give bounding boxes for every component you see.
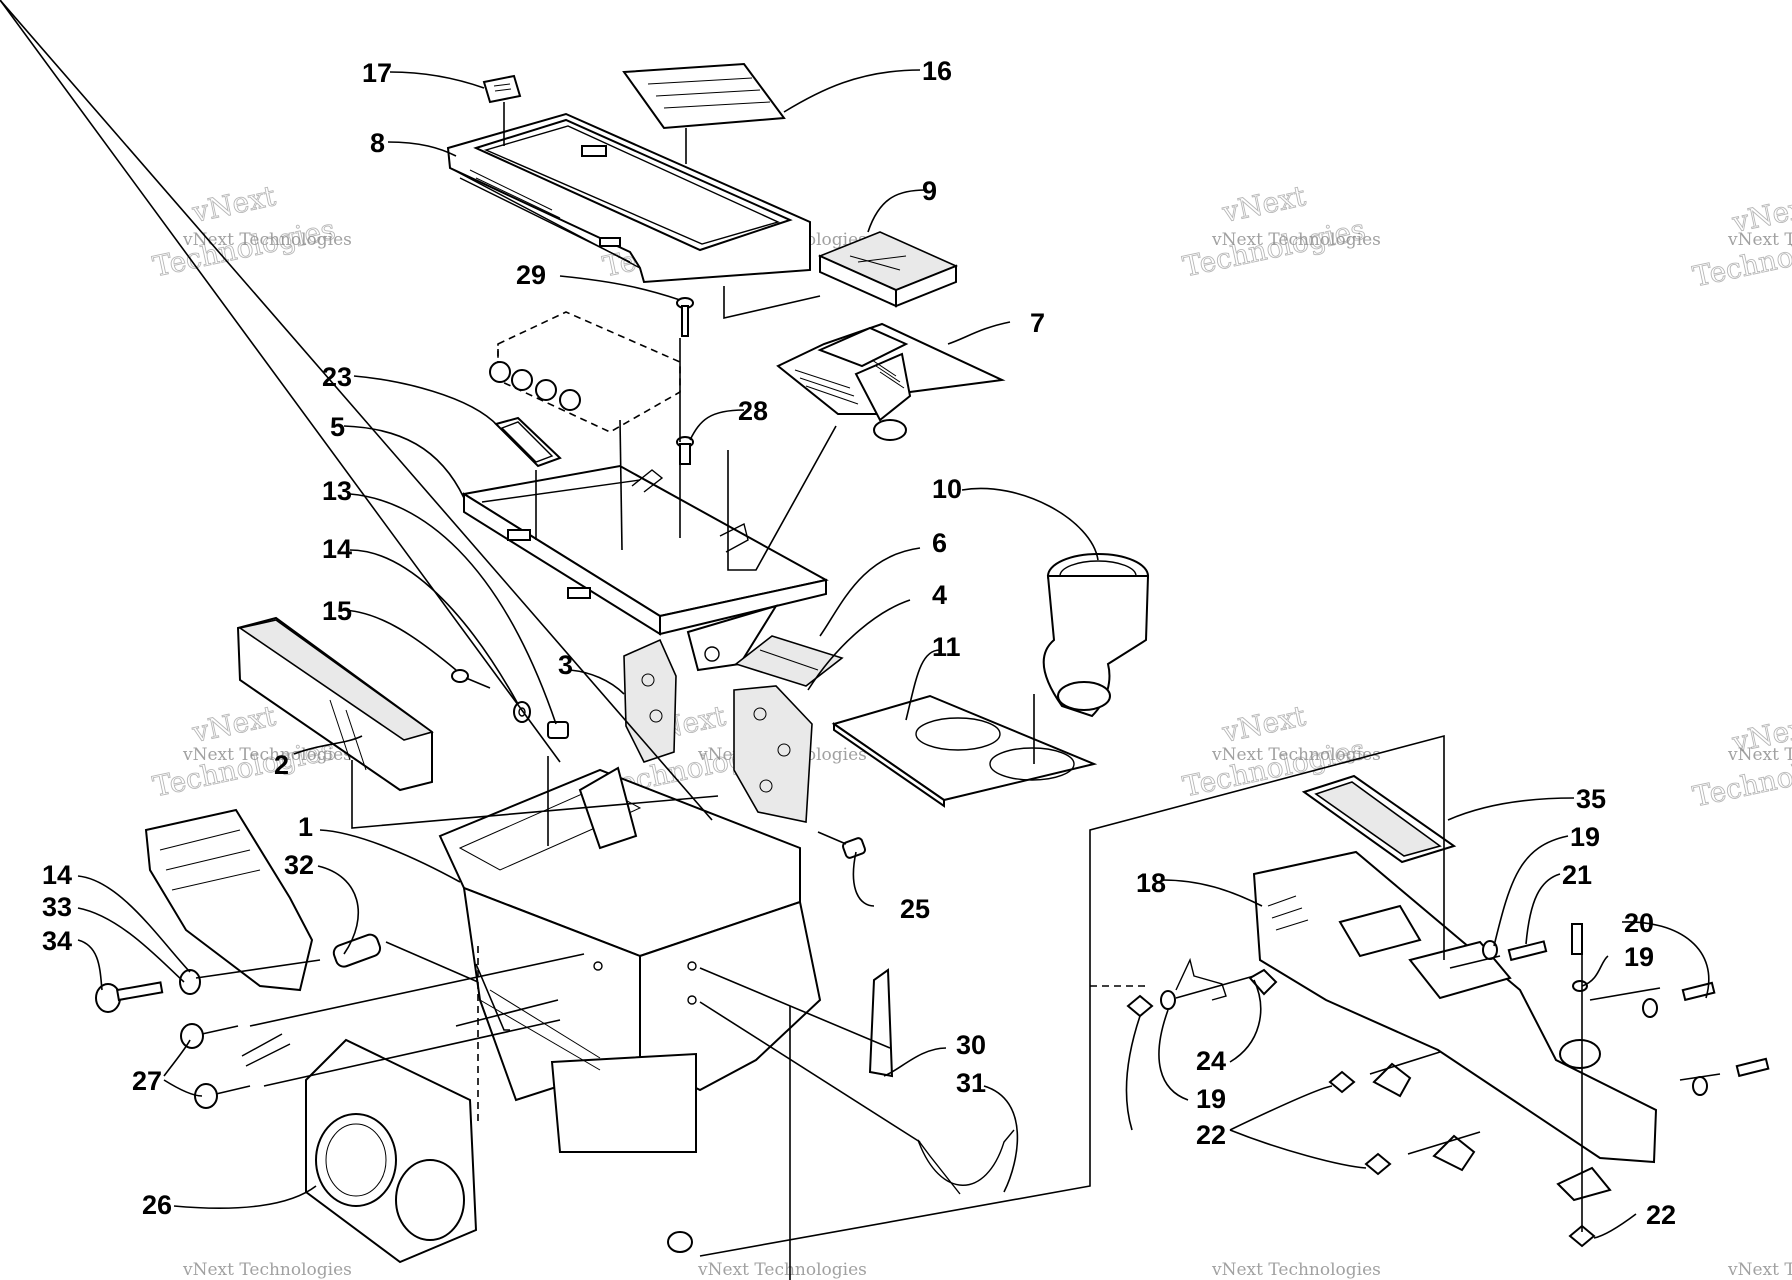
part-30-tube xyxy=(868,968,894,1078)
part-bottom-plug xyxy=(667,1231,693,1253)
callout-4: 4 xyxy=(932,580,947,610)
watermark-company: vNext Technologies xyxy=(1727,1260,1792,1280)
callout-33: 33 xyxy=(42,892,72,922)
connector-lines xyxy=(0,0,1721,1280)
callout-34: 34 xyxy=(42,926,72,956)
part-33-washer xyxy=(179,969,201,995)
callout-labels: 17 16 8 9 29 7 23 28 5 13 10 14 6 4 15 1… xyxy=(42,56,1676,1230)
watermark-big-text: vNext xyxy=(189,179,280,229)
watermark-company: vNext Technologies xyxy=(1211,745,1381,765)
part-28-plug xyxy=(676,436,694,465)
part-32-spacer xyxy=(332,933,382,968)
callout-35: 35 xyxy=(1576,784,1606,814)
callout-9: 9 xyxy=(922,176,937,206)
part-24-rod xyxy=(1175,957,1278,1001)
callout-23: 23 xyxy=(322,362,352,392)
watermark-big-text: vNext xyxy=(189,699,280,749)
callout-29: 29 xyxy=(516,260,546,290)
watermark-company: vNext Technologies xyxy=(182,230,352,250)
callout-15: 15 xyxy=(322,596,352,626)
watermark-company: vNext Technologies xyxy=(1727,230,1792,250)
watermark-company: vNext Technologies xyxy=(182,745,352,765)
part-4-foam xyxy=(733,685,813,823)
part-34-bolt xyxy=(95,981,164,1013)
part-8-airbox-lid xyxy=(446,112,811,284)
leader-lines xyxy=(77,69,1710,1239)
callout-14b: 14 xyxy=(42,860,72,890)
callout-28: 28 xyxy=(738,396,768,426)
part-18-console xyxy=(1252,850,1658,1164)
part-25-plug xyxy=(841,837,867,859)
part-29-screw xyxy=(676,297,694,337)
watermark-3: vNext Technologies xyxy=(1180,179,1369,284)
callout-22: 22 xyxy=(1196,1120,1226,1150)
part-23-grommet xyxy=(494,416,562,468)
callout-24: 24 xyxy=(1196,1046,1226,1076)
watermark-company: vNext Technologies xyxy=(1727,745,1792,765)
part-1-airbox xyxy=(438,766,822,1153)
part-7-intake-silencer xyxy=(776,322,1006,441)
watermark-company: vNext Technologies xyxy=(697,1260,867,1280)
callout-20: 20 xyxy=(1624,908,1654,938)
callout-11: 11 xyxy=(932,632,961,662)
callout-31: 31 xyxy=(956,1068,986,1098)
callout-22b: 22 xyxy=(1646,1200,1676,1230)
part-9-filter-pad xyxy=(817,231,959,308)
callout-14: 14 xyxy=(322,534,352,564)
part-35-gasket xyxy=(1301,774,1457,864)
callout-32: 32 xyxy=(284,850,314,880)
part-17-decal xyxy=(482,74,522,104)
dashed-ecu-module xyxy=(489,311,681,433)
callout-17: 17 xyxy=(362,58,392,88)
part-31-strap xyxy=(917,1129,1015,1195)
callout-13: 13 xyxy=(322,476,352,506)
part-26-housing xyxy=(305,1038,478,1264)
part-13-bushing xyxy=(547,721,569,739)
part-27-screws xyxy=(180,1023,291,1109)
callout-19b: 19 xyxy=(1624,942,1654,972)
callout-16: 16 xyxy=(922,56,952,86)
watermark-1: vNext Technologies xyxy=(150,179,339,284)
watermark-company: vNext Technologies xyxy=(182,1260,352,1280)
part-21-bolt xyxy=(1507,940,1548,962)
part-6-foam xyxy=(734,635,844,687)
part-15-bolt xyxy=(451,669,491,689)
callout-2: 2 xyxy=(274,750,289,780)
callout-5: 5 xyxy=(330,412,345,442)
part-22-nuts xyxy=(1126,994,1612,1248)
callout-19: 19 xyxy=(1570,822,1600,852)
callout-21: 21 xyxy=(1562,860,1592,890)
callout-10: 10 xyxy=(932,474,962,504)
part-11-plate xyxy=(831,694,1098,808)
callout-25: 25 xyxy=(900,894,930,924)
watermark-big-text: vNext xyxy=(1219,179,1310,229)
callout-8: 8 xyxy=(370,128,385,158)
callout-3: 3 xyxy=(558,650,573,680)
callout-19c: 19 xyxy=(1196,1084,1226,1114)
part-3-foam xyxy=(623,638,677,763)
part-20-bolts xyxy=(1571,923,1770,1078)
part-5-tray xyxy=(461,464,829,672)
callout-18: 18 xyxy=(1136,868,1166,898)
callout-26: 26 xyxy=(142,1190,172,1220)
watermark-company: vNext Technologies xyxy=(1211,1260,1381,1280)
part-16-decal xyxy=(622,62,786,130)
callout-1: 1 xyxy=(298,812,313,842)
callout-7: 7 xyxy=(1030,308,1045,338)
part-left-heater xyxy=(144,808,314,992)
part-2-filter xyxy=(236,616,434,792)
part-10-elbow-boot xyxy=(1042,553,1150,718)
callout-27: 27 xyxy=(132,1066,162,1096)
watermark-company: vNext Technologies xyxy=(1211,230,1381,250)
watermark-big-text: vNext xyxy=(1219,699,1310,749)
callout-30: 30 xyxy=(956,1030,986,1060)
watermark-big-text-2: Technologies xyxy=(150,733,338,804)
callout-6: 6 xyxy=(932,528,947,558)
